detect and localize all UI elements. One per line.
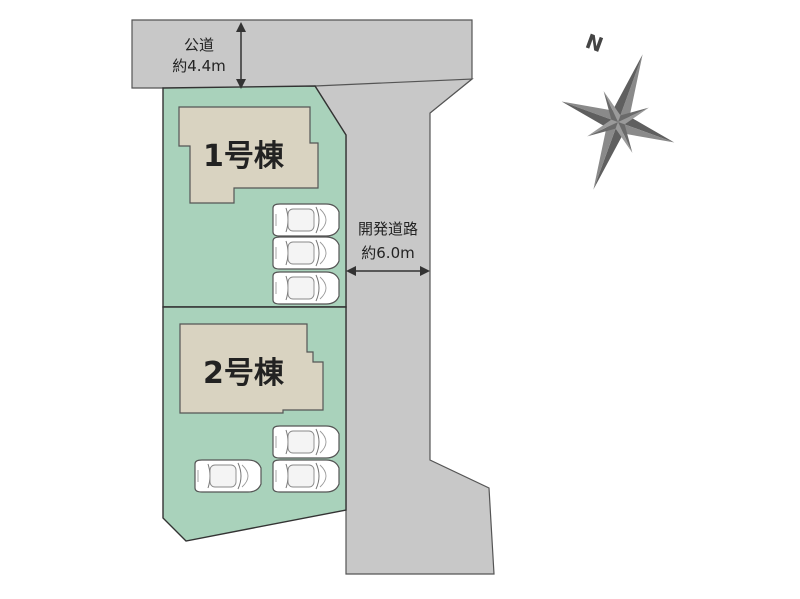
development-road-label: 開発道路 <box>358 220 418 238</box>
compass-rose-icon <box>561 54 675 190</box>
public-road-width: 約4.4m <box>172 57 225 75</box>
car <box>272 236 340 270</box>
car <box>272 203 340 237</box>
building-1-label: 1号棟 <box>203 139 285 174</box>
public-road-dimension <box>236 22 246 89</box>
car <box>272 425 340 459</box>
development-road-dimension <box>346 266 430 276</box>
building-2-label: 2号棟 <box>203 356 285 391</box>
building-2 <box>179 323 324 414</box>
car <box>272 271 340 305</box>
public-road-label: 公道 <box>184 36 214 54</box>
car <box>194 459 262 493</box>
car <box>272 459 340 493</box>
compass-north-label: N <box>582 29 606 57</box>
development-road-width: 約6.0m <box>361 244 414 262</box>
building-1 <box>178 106 319 204</box>
